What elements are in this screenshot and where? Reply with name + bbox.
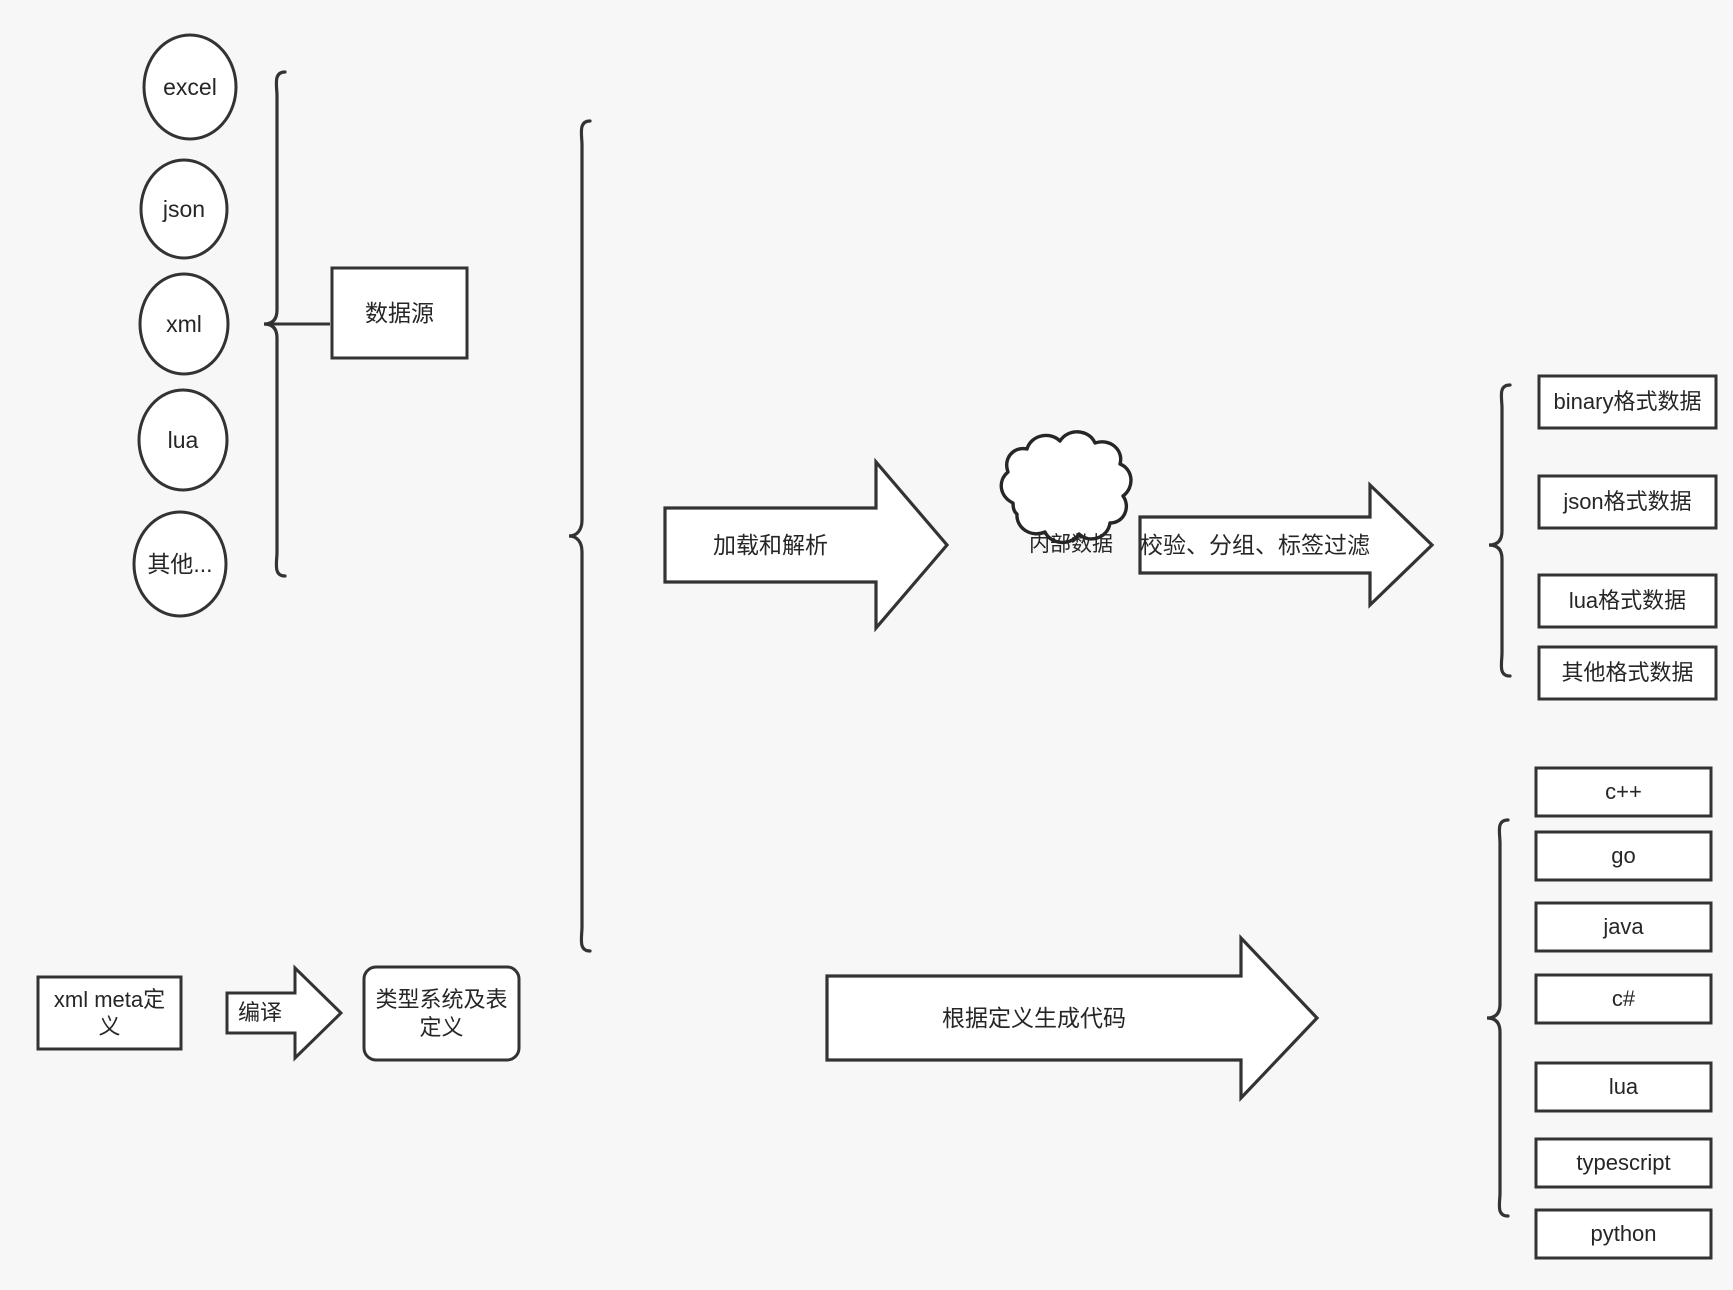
compile-arrow[interactable] [225, 964, 344, 1062]
source-ellipse-excel[interactable] [142, 33, 238, 141]
language-box-typescript[interactable] [1534, 1137, 1713, 1189]
language-box-java[interactable] [1534, 901, 1713, 953]
formats-brace [1488, 383, 1512, 678]
source-ellipse-other[interactable] [132, 510, 228, 618]
format-box-json[interactable] [1537, 474, 1718, 530]
xml-meta-box[interactable] [36, 975, 183, 1051]
internal-data-cloud[interactable] [999, 430, 1133, 545]
pipeline-input-brace [568, 119, 592, 953]
language-box-go[interactable] [1534, 830, 1713, 882]
codegen-arrow[interactable] [825, 933, 1320, 1103]
filter-arrow[interactable] [1138, 481, 1435, 609]
language-box-lua[interactable] [1534, 1061, 1713, 1113]
language-box-csharp[interactable] [1534, 973, 1713, 1025]
source-ellipse-json[interactable] [139, 158, 229, 260]
format-box-lua[interactable] [1537, 573, 1718, 629]
load-parse-arrow[interactable] [663, 457, 950, 633]
type-system-box[interactable] [362, 965, 521, 1062]
source-ellipse-xml[interactable] [138, 272, 230, 376]
format-box-binary[interactable] [1537, 374, 1718, 430]
language-box-python[interactable] [1534, 1208, 1713, 1260]
data-source-box[interactable] [330, 266, 469, 360]
format-box-other[interactable] [1537, 645, 1718, 701]
language-box-cpp[interactable] [1534, 766, 1713, 818]
languages-brace [1486, 818, 1510, 1218]
source-ellipse-lua[interactable] [137, 388, 229, 492]
